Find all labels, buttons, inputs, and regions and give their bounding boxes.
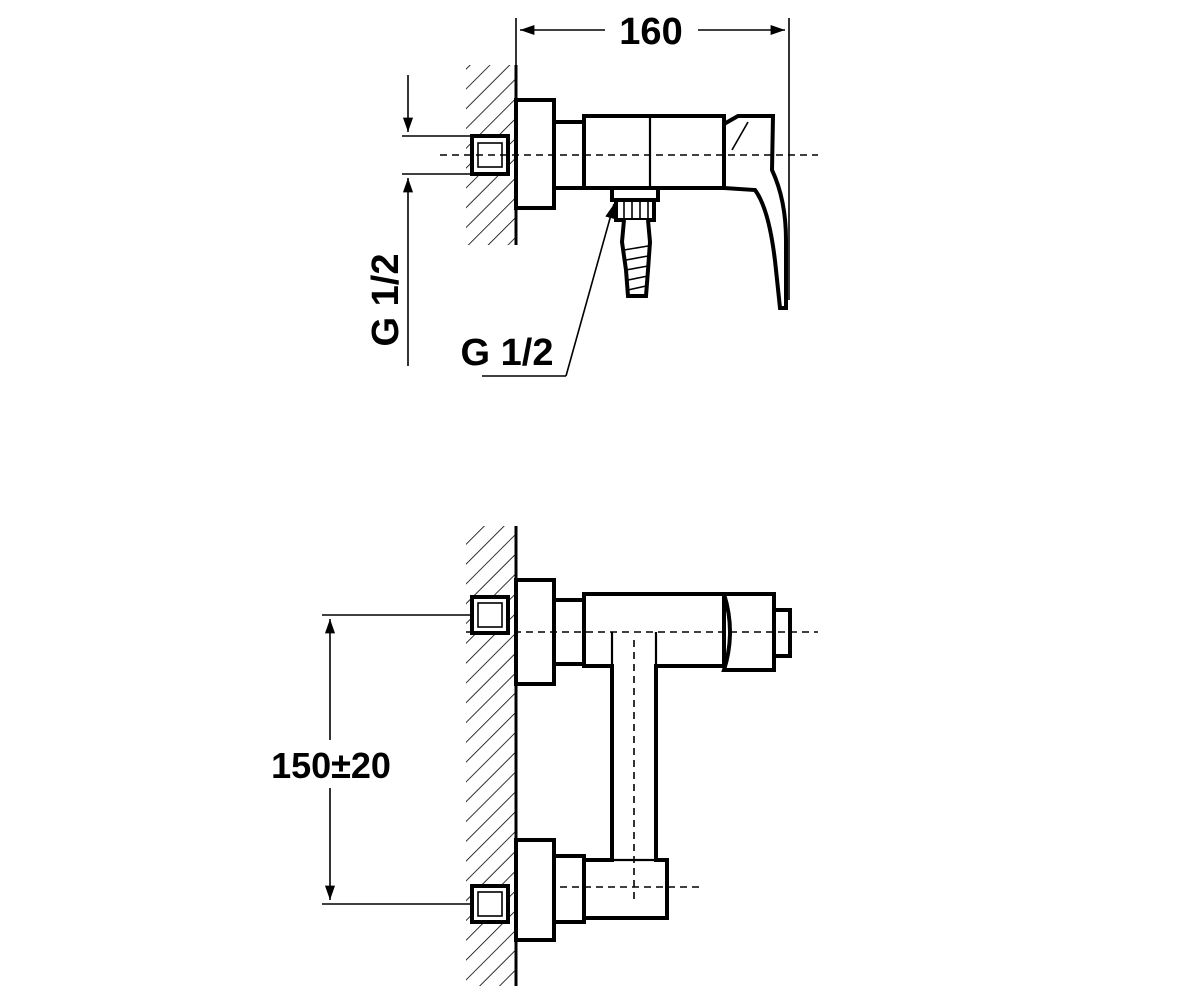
lower-inlet-front xyxy=(470,838,586,942)
connector-top xyxy=(552,120,586,190)
inlet-thread-dimension: G 1/2 xyxy=(365,75,472,366)
center-distance-dimension: 150±20 xyxy=(271,614,472,905)
outlet-thread-leader: G 1/2 xyxy=(461,203,615,377)
width-dimension-label: 160 xyxy=(619,11,682,53)
inlet-thread-label: G 1/2 xyxy=(365,254,407,347)
wall-flange-top xyxy=(514,98,556,210)
width-dimension: 160 xyxy=(515,11,790,300)
front-view: 150±20 xyxy=(271,526,818,986)
lever-handle-top xyxy=(722,114,788,310)
valve-body-front xyxy=(582,592,726,920)
center-distance-label: 150±20 xyxy=(271,745,391,786)
valve-body-top xyxy=(582,114,726,190)
top-view: 160 G 1/2 G 1/2 xyxy=(365,11,818,377)
outlet-thread-label: G 1/2 xyxy=(461,332,554,374)
outlet-hose-top xyxy=(610,186,660,298)
